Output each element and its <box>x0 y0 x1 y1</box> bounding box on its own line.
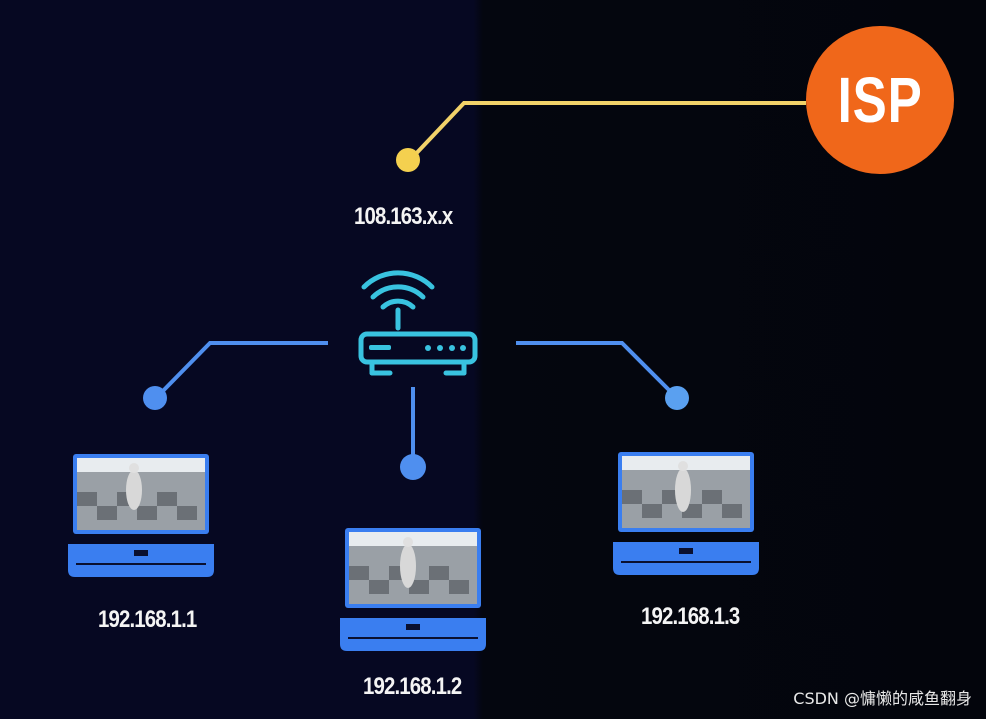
lan-node-center <box>400 454 426 480</box>
isp-label: ISP <box>837 64 923 136</box>
lan-link-left <box>155 341 328 399</box>
device-ip-2: 192.168.1.2 <box>363 673 462 700</box>
laptop-icon <box>68 454 214 577</box>
watermark: CSDN @慵懒的咸鱼翻身 <box>793 689 972 708</box>
laptop-icon <box>340 528 486 651</box>
router-indicator-lights <box>369 345 466 351</box>
device-ip-1: 192.168.1.1 <box>98 606 197 633</box>
public-ip-label: 108.163.x.x <box>354 203 453 230</box>
laptop-icon <box>613 452 759 575</box>
isp-badge: ISP <box>806 26 954 174</box>
device-ip-3: 192.168.1.3 <box>641 603 740 630</box>
lan-node-right <box>665 386 689 410</box>
wan-link <box>408 101 806 162</box>
public-ip-node <box>396 148 420 172</box>
wifi-router-icon <box>358 270 478 376</box>
lan-node-left <box>143 386 167 410</box>
lan-link-right <box>516 341 678 399</box>
